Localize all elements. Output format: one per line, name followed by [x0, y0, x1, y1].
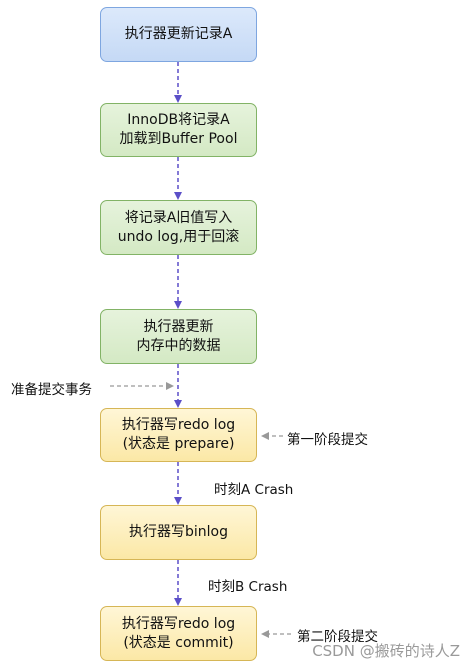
- node-update-memory: 执行器更新 内存中的数据: [100, 309, 257, 364]
- label-phase-one: 第一阶段提交: [287, 432, 368, 448]
- label-moment-b: 时刻B Crash: [208, 579, 288, 595]
- node-text: InnoDB将记录A: [127, 112, 230, 128]
- node-text: (状态是 commit): [123, 634, 234, 651]
- node-text: undo log,用于回滚: [117, 228, 240, 245]
- node-text: 加载到Buffer Pool: [119, 131, 238, 147]
- node-redo-log-prepare: 执行器写redo log (状态是 prepare): [100, 408, 257, 462]
- label-prepare-tx: 准备提交事务: [11, 382, 92, 398]
- node-write-undo-log: 将记录A旧值写入 undo log,用于回滚: [100, 200, 257, 255]
- watermark: CSDN @搬砖的诗人Z: [312, 642, 460, 660]
- node-text: 执行器更新记录A: [124, 26, 233, 42]
- node-text: 执行器写redo log: [121, 417, 236, 433]
- node-text: 执行器写redo log: [121, 615, 236, 632]
- node-text: 执行器更新: [143, 318, 214, 335]
- node-text: (状态是 prepare): [122, 436, 235, 452]
- node-text: 执行器写binlog: [129, 524, 228, 540]
- node-text: 内存中的数据: [136, 337, 221, 354]
- label-phase-two: 第二阶段提交: [297, 629, 378, 645]
- node-executor-update-record: 执行器更新记录A: [100, 7, 257, 62]
- node-text: 将记录A旧值写入: [124, 209, 233, 226]
- label-moment-a: 时刻A Crash: [214, 482, 294, 498]
- node-load-buffer-pool: InnoDB将记录A 加载到Buffer Pool: [100, 103, 257, 157]
- node-write-binlog: 执行器写binlog: [100, 505, 257, 560]
- node-redo-log-commit: 执行器写redo log (状态是 commit): [100, 606, 257, 661]
